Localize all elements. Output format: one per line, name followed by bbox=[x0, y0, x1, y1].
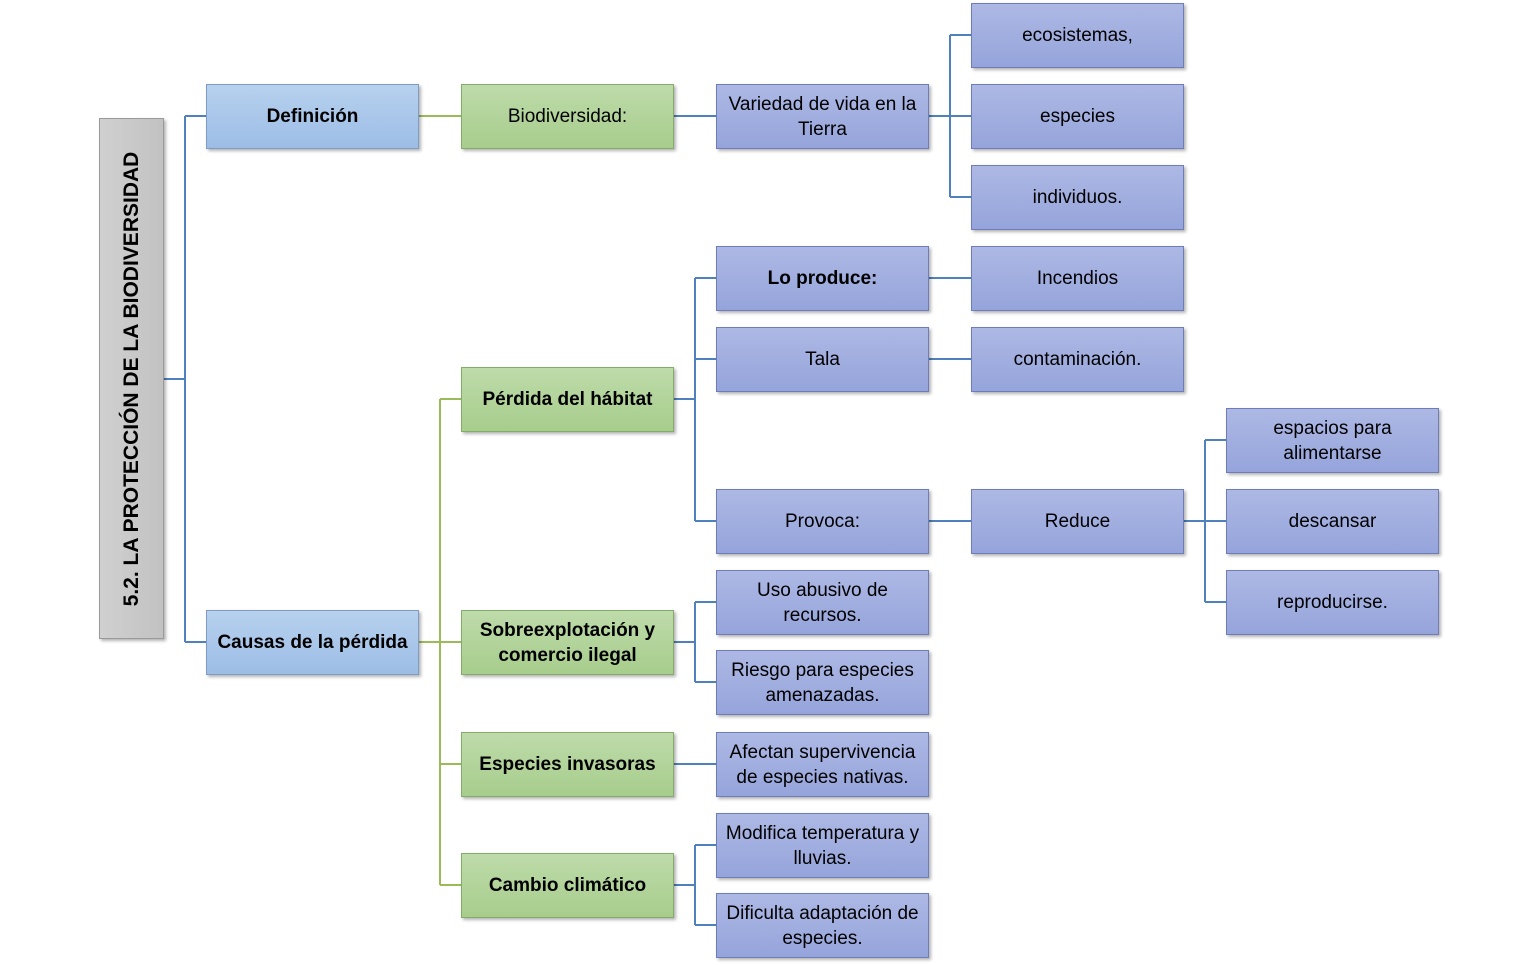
connector-root bbox=[164, 115, 206, 643]
connector-variedad bbox=[929, 34, 971, 198]
node-causas: Causas de la pérdida bbox=[206, 610, 419, 675]
node-modifica: Modifica temperatura y lluvias. bbox=[716, 813, 929, 878]
node-lo-produce: Lo produce: bbox=[716, 246, 929, 311]
node-uso-abusivo: Uso abusivo de recursos. bbox=[716, 570, 929, 635]
connector-perdida bbox=[674, 277, 716, 522]
node-variedad: Variedad de vida en la Tierra bbox=[716, 84, 929, 149]
node-especies: especies bbox=[971, 84, 1184, 149]
root-title: 5.2. LA PROTECCIÓN DE LA BIODIVERSIDAD bbox=[119, 151, 143, 606]
connector-causas bbox=[419, 398, 461, 886]
node-dificulta: Dificulta adaptación de especies. bbox=[716, 893, 929, 958]
node-individuos: individuos. bbox=[971, 165, 1184, 230]
node-reduce: Reduce bbox=[971, 489, 1184, 554]
connector-sobreexplotacion bbox=[674, 601, 716, 683]
node-descansar: descansar bbox=[1226, 489, 1439, 554]
node-incendios: Incendios bbox=[971, 246, 1184, 311]
node-provoca: Provoca: bbox=[716, 489, 929, 554]
node-afectan: Afectan supervivencia de especies nativa… bbox=[716, 732, 929, 797]
node-definicion: Definición bbox=[206, 84, 419, 149]
node-tala: Tala bbox=[716, 327, 929, 392]
node-perdida-habitat: Pérdida del hábitat bbox=[461, 367, 674, 432]
node-riesgo: Riesgo para especies amenazadas. bbox=[716, 650, 929, 715]
node-ecosistemas: ecosistemas, bbox=[971, 3, 1184, 68]
node-reproducirse: reproducirse. bbox=[1226, 570, 1439, 635]
node-especies-invasoras: Especies invasoras bbox=[461, 732, 674, 797]
connector-cambio bbox=[674, 844, 716, 926]
connector-reduce bbox=[1184, 439, 1226, 603]
node-cambio-climatico: Cambio climático bbox=[461, 853, 674, 918]
connector-lo-produce bbox=[929, 277, 971, 360]
node-biodiversidad: Biodiversidad: bbox=[461, 84, 674, 149]
node-alimentarse: espacios para alimentarse bbox=[1226, 408, 1439, 473]
node-sobreexplotacion: Sobreexplotación y comercio ilegal bbox=[461, 610, 674, 675]
root-title-box: 5.2. LA PROTECCIÓN DE LA BIODIVERSIDAD bbox=[99, 118, 164, 639]
node-contaminacion: contaminación. bbox=[971, 327, 1184, 392]
